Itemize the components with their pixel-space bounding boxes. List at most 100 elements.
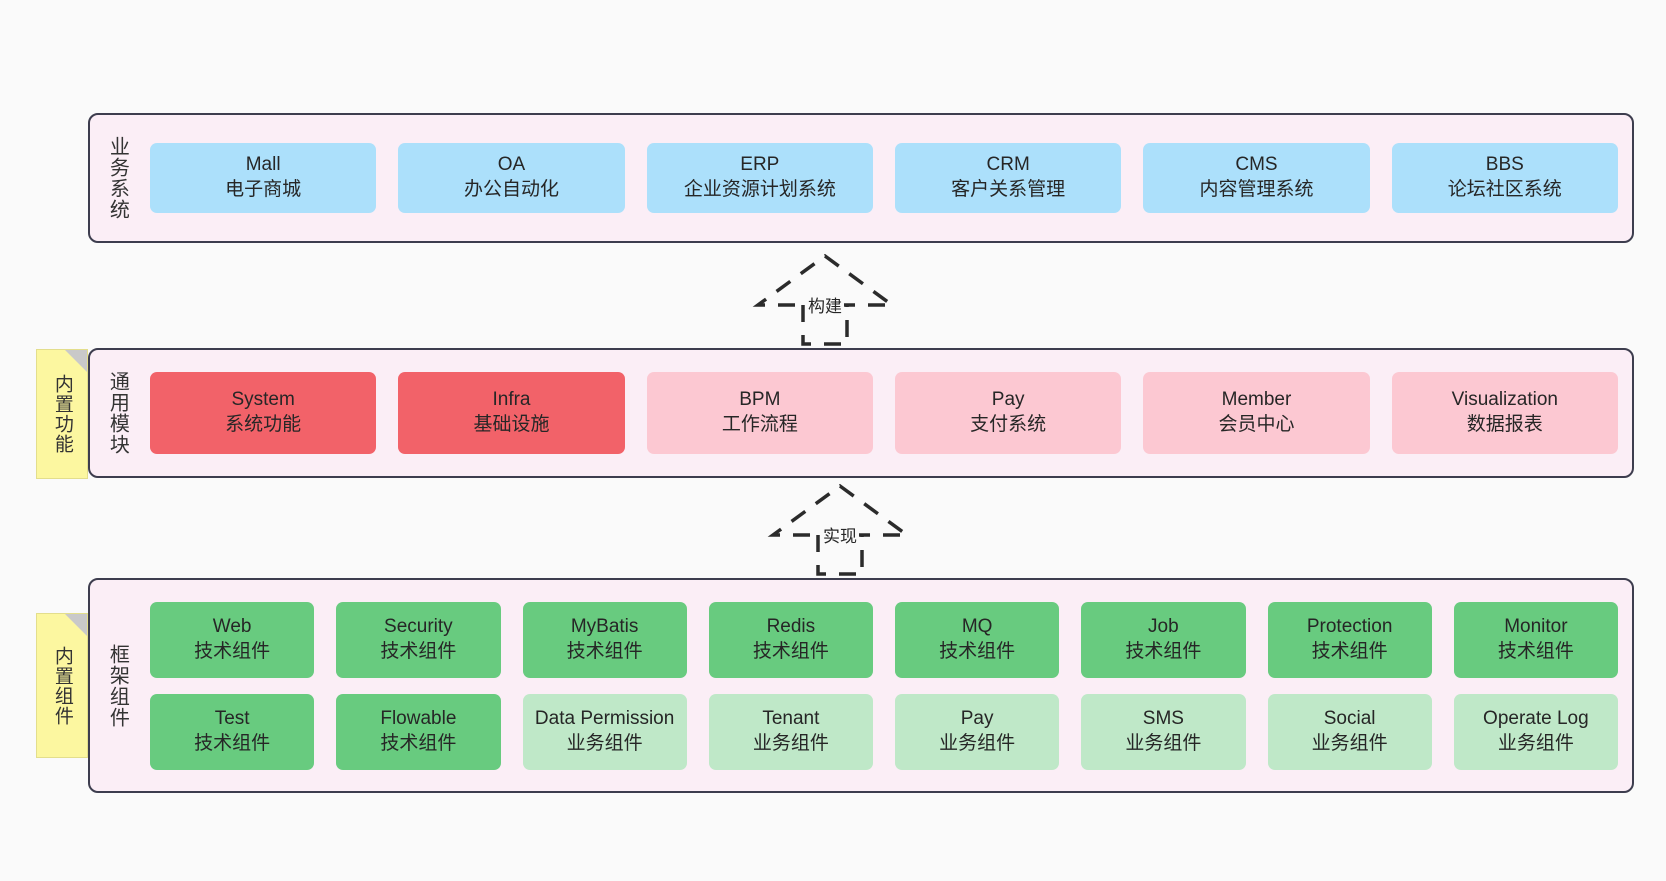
node-visualization[interactable]: Visualization 数据报表: [1391, 372, 1618, 454]
layer-common-modules: 通用模块 System 系统功能 Infra 基础设施 BPM 工作流程 Pay…: [88, 348, 1634, 478]
node-title: Test: [214, 707, 250, 729]
layer-row: System 系统功能 Infra 基础设施 BPM 工作流程 Pay 支付系统…: [150, 372, 1618, 454]
node-title: BPM: [739, 389, 781, 411]
node-title: Monitor: [1504, 615, 1568, 637]
node-cms[interactable]: CMS 内容管理系统: [1143, 143, 1370, 213]
node-subtitle: 会员中心: [1218, 414, 1295, 435]
node-title: Mall: [245, 154, 281, 176]
node-redis[interactable]: Redis 技术组件: [708, 601, 873, 678]
node-title: Visualization: [1451, 389, 1558, 411]
node-subtitle: 技术组件: [566, 640, 643, 662]
node-system[interactable]: System 系统功能: [150, 372, 377, 454]
node-subtitle: 业务组件: [939, 732, 1016, 754]
node-flowable[interactable]: Flowable 技术组件: [336, 693, 501, 770]
node-security[interactable]: Security 技术组件: [336, 601, 501, 678]
node-subtitle: 技术组件: [1311, 640, 1388, 662]
node-subtitle: 业务组件: [752, 732, 829, 754]
node-subtitle: 企业资源计划系统: [683, 179, 836, 200]
node-subtitle: 内容管理系统: [1199, 179, 1314, 200]
node-title: Protection: [1306, 615, 1393, 637]
node-subtitle: 业务组件: [1311, 732, 1388, 754]
node-pay-component[interactable]: Pay 业务组件: [895, 693, 1060, 770]
node-test[interactable]: Test 技术组件: [150, 693, 315, 770]
node-sms[interactable]: SMS 业务组件: [1081, 693, 1246, 770]
node-title: Tenant: [762, 707, 820, 729]
node-title: Infra: [492, 389, 531, 411]
node-subtitle: 工作流程: [721, 414, 798, 435]
layer-row: Web 技术组件 Security 技术组件 MyBatis 技术组件 Redi…: [150, 601, 1618, 678]
node-subtitle: 客户关系管理: [951, 179, 1066, 200]
node-title: CMS: [1235, 154, 1278, 176]
node-title: Data Permission: [534, 707, 675, 729]
node-job[interactable]: Job 技术组件: [1081, 601, 1246, 678]
layer-body-framework-components: Web 技术组件 Security 技术组件 MyBatis 技术组件 Redi…: [144, 580, 1632, 791]
node-protection[interactable]: Protection 技术组件: [1267, 601, 1432, 678]
node-title: Job: [1148, 615, 1179, 637]
connector-implement: 实现: [755, 480, 925, 576]
node-mall[interactable]: Mall 电子商城: [150, 143, 377, 213]
node-title: Social: [1323, 707, 1376, 729]
connector-label-implement: 实现: [821, 522, 859, 547]
node-erp[interactable]: ERP 企业资源计划系统: [646, 143, 873, 213]
node-title: System: [231, 389, 295, 411]
node-pay-module[interactable]: Pay 支付系统: [894, 372, 1122, 454]
node-title: Operate Log: [1483, 707, 1589, 729]
node-mq[interactable]: MQ 技术组件: [895, 601, 1060, 678]
node-subtitle: 技术组件: [380, 732, 457, 754]
layer-title-business-system: 业务系统: [106, 136, 129, 220]
node-social[interactable]: Social 业务组件: [1267, 693, 1432, 770]
node-tenant[interactable]: Tenant 业务组件: [708, 693, 873, 770]
node-infra[interactable]: Infra 基础设施: [398, 372, 625, 454]
layer-framework-components: 框架组件 Web 技术组件 Security 技术组件 MyBatis 技术组件…: [88, 578, 1634, 793]
node-data-permission[interactable]: Data Permission 业务组件: [522, 693, 687, 770]
layer-title-common-modules: 通用模块: [106, 371, 129, 455]
node-title: Pay: [991, 389, 1025, 411]
node-bpm[interactable]: BPM 工作流程: [646, 372, 873, 454]
node-title: MQ: [961, 615, 993, 637]
note-text: 内置组件: [51, 645, 73, 726]
node-subtitle: 数据报表: [1466, 414, 1543, 435]
node-subtitle: 技术组件: [939, 640, 1016, 662]
node-operate-log[interactable]: Operate Log 业务组件: [1453, 693, 1618, 770]
note-builtin-function: 内置功能: [36, 349, 88, 479]
node-bbs[interactable]: BBS 论坛社区系统: [1391, 143, 1618, 213]
node-subtitle: 技术组件: [1497, 640, 1574, 662]
node-title: Redis: [766, 615, 816, 637]
node-subtitle: 技术组件: [194, 732, 271, 754]
node-oa[interactable]: OA 办公自动化: [398, 143, 625, 213]
node-web[interactable]: Web 技术组件: [150, 601, 315, 678]
node-title: MyBatis: [570, 615, 639, 637]
node-title: Security: [384, 615, 453, 637]
layer-title-framework-components: 框架组件: [106, 643, 129, 728]
node-title: SMS: [1142, 707, 1184, 729]
note-text: 内置功能: [51, 374, 73, 454]
layer-business-system: 业务系统 Mall 电子商城 OA 办公自动化 ERP 企业资源计划系统 CRM…: [88, 113, 1634, 243]
node-subtitle: 电子商城: [225, 179, 302, 200]
connector-build: 构建: [740, 250, 910, 346]
node-subtitle: 业务组件: [566, 732, 643, 754]
layer-body-business-system: Mall 电子商城 OA 办公自动化 ERP 企业资源计划系统 CRM 客户关系…: [144, 115, 1632, 241]
node-subtitle: 业务组件: [1125, 732, 1202, 754]
layer-body-common-modules: System 系统功能 Infra 基础设施 BPM 工作流程 Pay 支付系统…: [144, 350, 1632, 476]
node-title: Web: [212, 615, 252, 637]
node-title: BBS: [1485, 154, 1524, 176]
note-builtin-component: 内置组件: [36, 613, 88, 758]
node-crm[interactable]: CRM 客户关系管理: [894, 143, 1122, 213]
node-subtitle: 技术组件: [1125, 640, 1202, 662]
node-title: Member: [1221, 389, 1292, 411]
node-subtitle: 基础设施: [473, 414, 550, 435]
node-subtitle: 业务组件: [1497, 732, 1574, 754]
connector-label-build: 构建: [806, 292, 844, 317]
node-title: Flowable: [380, 707, 457, 729]
node-member[interactable]: Member 会员中心: [1143, 372, 1370, 454]
node-subtitle: 办公自动化: [463, 179, 559, 200]
node-title: ERP: [740, 154, 780, 176]
node-subtitle: 系统功能: [225, 414, 302, 435]
node-mybatis[interactable]: MyBatis 技术组件: [522, 601, 687, 678]
node-title: OA: [497, 154, 526, 176]
node-subtitle: 技术组件: [752, 640, 829, 662]
layer-row: Mall 电子商城 OA 办公自动化 ERP 企业资源计划系统 CRM 客户关系…: [150, 143, 1618, 213]
node-monitor[interactable]: Monitor 技术组件: [1453, 601, 1618, 678]
node-subtitle: 支付系统: [970, 414, 1047, 435]
